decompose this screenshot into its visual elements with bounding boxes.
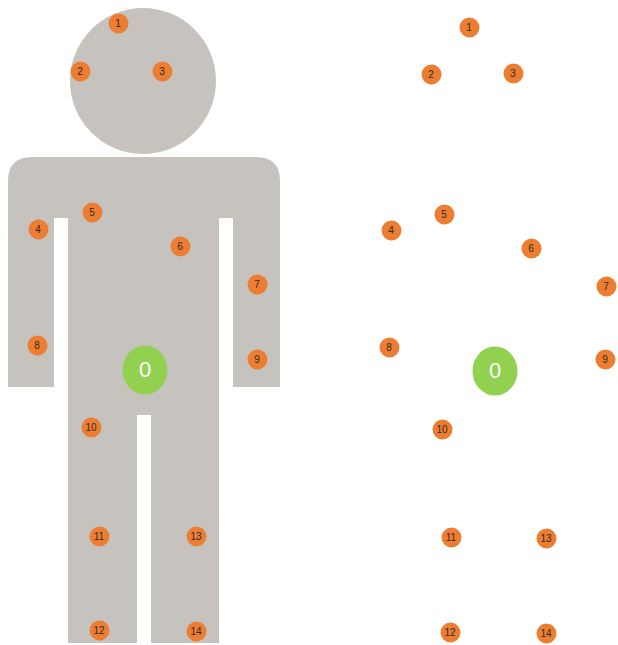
- callout-marker: 3: [503, 63, 524, 84]
- callout-marker: 12: [89, 620, 110, 641]
- marker-fill: [89, 526, 109, 546]
- callout-marker: 9: [595, 349, 616, 370]
- callout-number: 9: [247, 349, 268, 370]
- callout-marker: 8: [379, 337, 400, 358]
- callout-number: 9: [595, 349, 616, 370]
- callout-marker: 6: [170, 236, 191, 257]
- callout-marker: 13: [186, 526, 207, 547]
- callout-marker: 2: [70, 61, 91, 82]
- callout-number: 4: [381, 220, 402, 241]
- callout-number: 11: [89, 526, 110, 547]
- marker-fill: [123, 346, 168, 395]
- marker-fill: [434, 204, 454, 224]
- callout-marker: 10: [432, 419, 453, 440]
- callout-number: 3: [152, 61, 173, 82]
- callout-marker: 5: [434, 204, 455, 225]
- callout-marker: 2: [421, 64, 442, 85]
- body-shape: [8, 157, 280, 643]
- marker-fill: [459, 17, 479, 37]
- callout-number: 14: [186, 621, 207, 642]
- callout-marker: 8: [27, 335, 48, 356]
- center-marker: 0: [122, 345, 168, 395]
- callout-marker: 3: [152, 61, 173, 82]
- callout-number: 13: [536, 528, 557, 549]
- marker-fill: [441, 527, 461, 547]
- callout-number: 8: [379, 337, 400, 358]
- marker-fill: [27, 335, 47, 355]
- callout-number: 12: [89, 620, 110, 641]
- callout-marker: 9: [247, 349, 268, 370]
- marker-fill: [247, 349, 267, 369]
- callout-number: 8: [27, 335, 48, 356]
- callout-number: 7: [247, 274, 268, 295]
- center-marker: 0: [472, 346, 518, 396]
- callout-marker: 7: [247, 274, 268, 295]
- callout-marker: 14: [186, 621, 207, 642]
- callout-number: 6: [170, 236, 191, 257]
- callout-number: 10: [432, 419, 453, 440]
- callout-number: 11: [441, 527, 462, 548]
- marker-fill: [89, 620, 109, 640]
- callout-number: 13: [186, 526, 207, 547]
- marker-fill: [596, 276, 616, 296]
- callout-marker: 5: [82, 202, 103, 223]
- callout-number: 4: [28, 219, 49, 240]
- callout-marker: 1: [108, 13, 129, 34]
- marker-fill: [108, 13, 128, 33]
- marker-fill: [186, 621, 206, 641]
- marker-fill: [440, 622, 460, 642]
- callout-number: 6: [521, 238, 542, 259]
- callout-number: 10: [81, 417, 102, 438]
- callout-marker: 12: [440, 622, 461, 643]
- callout-number: 12: [440, 622, 461, 643]
- marker-fill: [536, 623, 556, 643]
- callout-number: 0: [122, 345, 168, 395]
- callout-marker: 11: [89, 526, 110, 547]
- head-shape: [70, 8, 216, 154]
- callout-number: 2: [70, 61, 91, 82]
- callout-marker: 1: [459, 17, 480, 38]
- callout-number: 5: [82, 202, 103, 223]
- marker-fill: [536, 528, 556, 548]
- callout-marker: 11: [441, 527, 462, 548]
- marker-fill: [381, 220, 401, 240]
- marker-fill: [28, 219, 48, 239]
- callout-marker: 4: [28, 219, 49, 240]
- callout-number: 1: [108, 13, 129, 34]
- marker-fill: [82, 202, 102, 222]
- callout-number: 3: [503, 63, 524, 84]
- marker-fill: [247, 274, 267, 294]
- marker-fill: [81, 417, 101, 437]
- marker-fill: [152, 61, 172, 81]
- marker-fill: [432, 419, 452, 439]
- marker-fill: [186, 526, 206, 546]
- marker-fill: [379, 337, 399, 357]
- marker-fill: [170, 236, 190, 256]
- callout-marker: 14: [536, 623, 557, 644]
- marker-fill: [473, 347, 518, 396]
- callout-number: 1: [459, 17, 480, 38]
- callout-number: 14: [536, 623, 557, 644]
- callout-number: 0: [472, 346, 518, 396]
- callout-marker: 7: [596, 276, 617, 297]
- marker-fill: [595, 349, 615, 369]
- callout-marker: 6: [521, 238, 542, 259]
- callout-marker: 10: [81, 417, 102, 438]
- callout-number: 2: [421, 64, 442, 85]
- callout-marker: 13: [536, 528, 557, 549]
- callout-number: 5: [434, 204, 455, 225]
- callout-marker: 4: [381, 220, 402, 241]
- marker-fill: [521, 238, 541, 258]
- marker-fill: [70, 61, 90, 81]
- marker-fill: [421, 64, 441, 84]
- callout-number: 7: [596, 276, 617, 297]
- marker-fill: [503, 63, 523, 83]
